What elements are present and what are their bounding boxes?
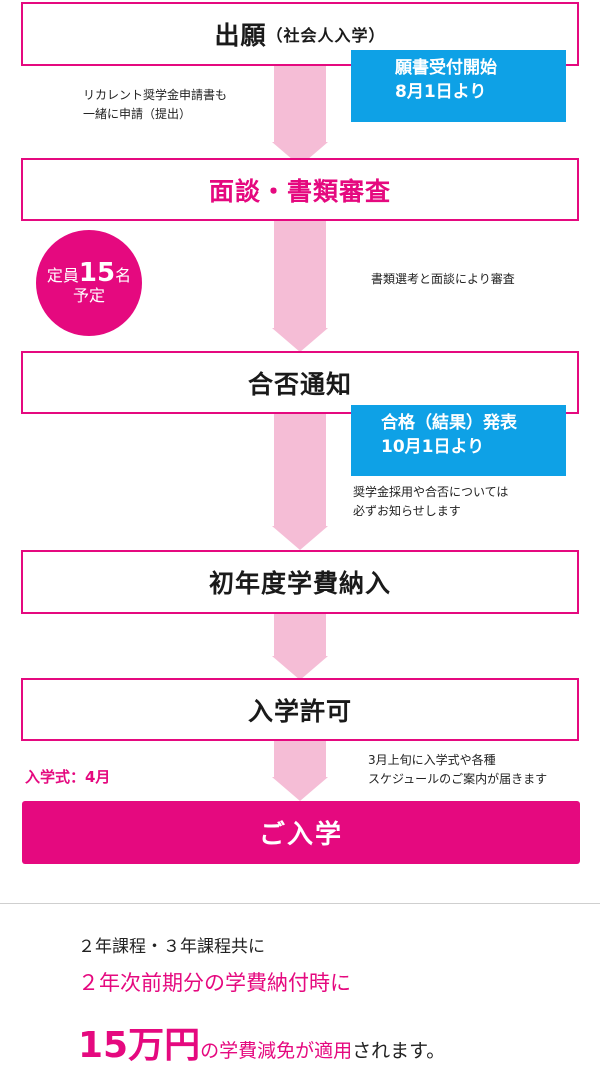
note-schedule-line2: スケジュールのご案内が届きます	[368, 772, 548, 786]
bottom-seg2: 学費減免	[219, 1040, 296, 1062]
step-permit-label: 入学許可	[247, 696, 352, 726]
step-interview: 面談・書類審査	[21, 158, 579, 221]
bottom-line3: 15万円の学費減免が適用されます。	[78, 1016, 445, 1068]
step-enroll-label: ご入学	[258, 820, 343, 850]
badge-application-start-line2: 8月1日より	[395, 82, 487, 102]
note-scholarship-line1: 奨学金採用や合否については	[353, 485, 509, 499]
note-review: 書類選考と面談により審査	[371, 270, 515, 289]
step-interview-label: 面談・書類審査	[208, 176, 391, 206]
bottom-seg3: が	[295, 1040, 315, 1062]
note-schedule-line1: 3月上旬に入学式や各種	[368, 753, 496, 767]
step-apply-label: 出願	[214, 21, 267, 50]
flow-arrow-3	[272, 414, 328, 550]
step-enroll: ご入学	[22, 801, 580, 864]
capacity-badge: 定員15名 予定	[36, 230, 142, 336]
flow-arrow-2	[272, 220, 328, 352]
step-fee-label: 初年度学費納入	[208, 569, 391, 598]
note-review-line1: 書類選考と面談により審査	[371, 272, 515, 286]
capacity-suffix: 名	[115, 265, 132, 285]
badge-result-announce-line2: 10月1日より	[381, 437, 485, 457]
bottom-line1: ２年課程・３年課程共に	[78, 937, 265, 957]
badge-application-start-line1: 願書受付開始	[395, 58, 497, 78]
capacity-number: 15	[78, 257, 116, 288]
bottom-seg4: 適用	[314, 1040, 353, 1062]
entrance-ceremony-label: 入学式：4月	[25, 768, 111, 786]
flow-arrow-4	[272, 614, 328, 680]
step-fee: 初年度学費納入	[21, 550, 579, 614]
bottom-seg1: の	[200, 1040, 220, 1062]
badge-result-announce: 合格（結果）発表 10月1日より	[351, 405, 566, 476]
bottom-seg5: されます。	[352, 1040, 446, 1062]
note-recurrent-line2: 一緒に申請（提出）	[83, 107, 192, 121]
step-apply: 出願（社会人入学）	[21, 2, 579, 66]
capacity-note: 予定	[72, 285, 105, 305]
bottom-line2: ２年次前期分の学費納付時に	[78, 971, 351, 995]
badge-result-announce-line1: 合格（結果）発表	[381, 413, 517, 433]
step-result-label: 合否通知	[247, 369, 352, 399]
discount-amount: 15万円	[78, 1025, 201, 1066]
flow-arrow-1	[272, 66, 328, 166]
note-schedule: 3月上旬に入学式や各種 スケジュールのご案内が届きます	[368, 751, 547, 789]
capacity-prefix: 定員	[46, 265, 79, 285]
step-permit: 入学許可	[21, 678, 579, 741]
flow-arrow-5	[272, 741, 328, 801]
section-divider	[0, 903, 600, 904]
note-scholarship: 奨学金採用や合否については 必ずお知らせします	[353, 483, 508, 521]
note-recurrent-line1: リカレント奨学金申請書も	[83, 88, 228, 102]
step-result: 合否通知	[21, 351, 579, 414]
step-apply-sub: （社会人入学）	[266, 26, 386, 45]
note-recurrent: リカレント奨学金申請書も 一緒に申請（提出）	[83, 86, 227, 124]
badge-application-start: 願書受付開始 8月1日より	[351, 50, 566, 122]
note-scholarship-line2: 必ずお知らせします	[353, 504, 461, 518]
